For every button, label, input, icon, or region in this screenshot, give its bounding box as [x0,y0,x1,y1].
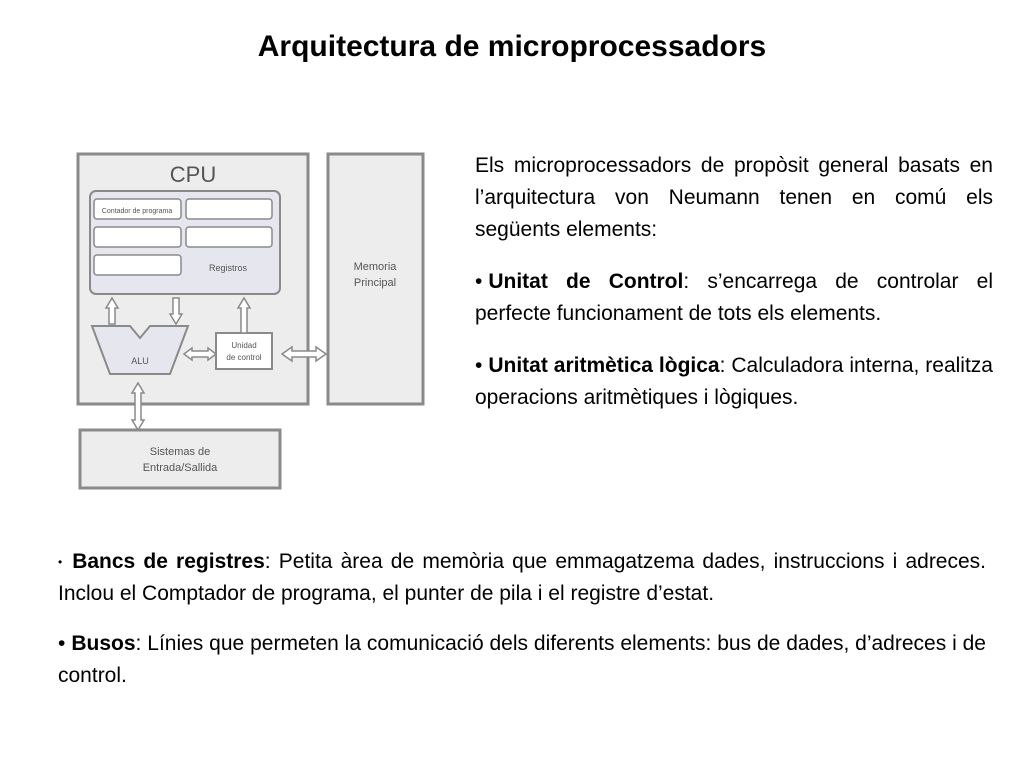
program-counter-box [93,198,182,220]
register-box [185,226,273,248]
control-unit-label: Unidad [231,341,256,350]
item-description: : Línies que permeten la comunicació del… [58,632,986,688]
registers-label: Registros [209,263,248,273]
item-description: : Calculadora interna, realitza operacio… [475,354,993,409]
alu-shape [90,325,190,375]
item-description: : s’encarrega de controlar el perfecte f… [475,270,993,325]
io-system-box [78,428,282,490]
arrow-icon [236,296,252,334]
main-memory-label: Principal [354,277,396,289]
list-item: •Busos: Línies que permeten la comunicac… [58,628,986,692]
bullet: • [58,632,66,656]
item-term: Unitat aritmètica lògica [488,354,720,377]
list-item: •Unitat aritmètica lògica: Calculadora i… [475,350,993,414]
program-counter-label: Contador de programa [102,208,173,215]
io-system-label: Sistemas de [150,446,211,458]
item-description: : Petita àrea de memòria que emmagatzema… [58,550,986,606]
page-title: Arquitectura de microprocessadors [257,30,767,63]
arrow-icon [104,296,120,325]
bottom-text-block: • Bancs de registres: Petita àrea de memò… [58,546,986,710]
main-memory-box [326,152,425,406]
diagram-svg: CPU Contador de programa Registros ALU U… [76,152,425,490]
item-term: Busos [71,632,136,656]
intro-paragraph: Els microprocessadors de propòsit genera… [475,154,993,241]
list-item: • Bancs de registres: Petita àrea de memò… [58,546,986,610]
item-term: Unitat de Control [488,270,684,293]
item-term: Bancs de registres [72,550,265,573]
list-item: •Unitat de Control: s’encarrega de contr… [475,266,993,330]
bullet: • [58,555,63,570]
arrow-icon [130,381,146,432]
bullet: • [475,354,483,377]
right-text-block: Els microprocessadors de propòsit genera… [475,150,993,434]
control-unit-box [215,332,273,370]
register-box [185,198,273,220]
io-system-label: Entrada/Sallida [143,462,218,474]
control-unit-label: de control [226,353,261,362]
register-box [93,226,182,248]
bullet: • [475,270,483,293]
register-box [93,254,182,276]
arrow-icon [168,297,184,326]
main-memory-label: Memoria [354,261,398,273]
arrow-icon [280,345,328,363]
cpu-label: CPU [170,162,216,187]
alu-label: ALU [131,356,149,366]
cpu-architecture-diagram: CPU Contador de programa Registros ALU U… [58,138,438,498]
